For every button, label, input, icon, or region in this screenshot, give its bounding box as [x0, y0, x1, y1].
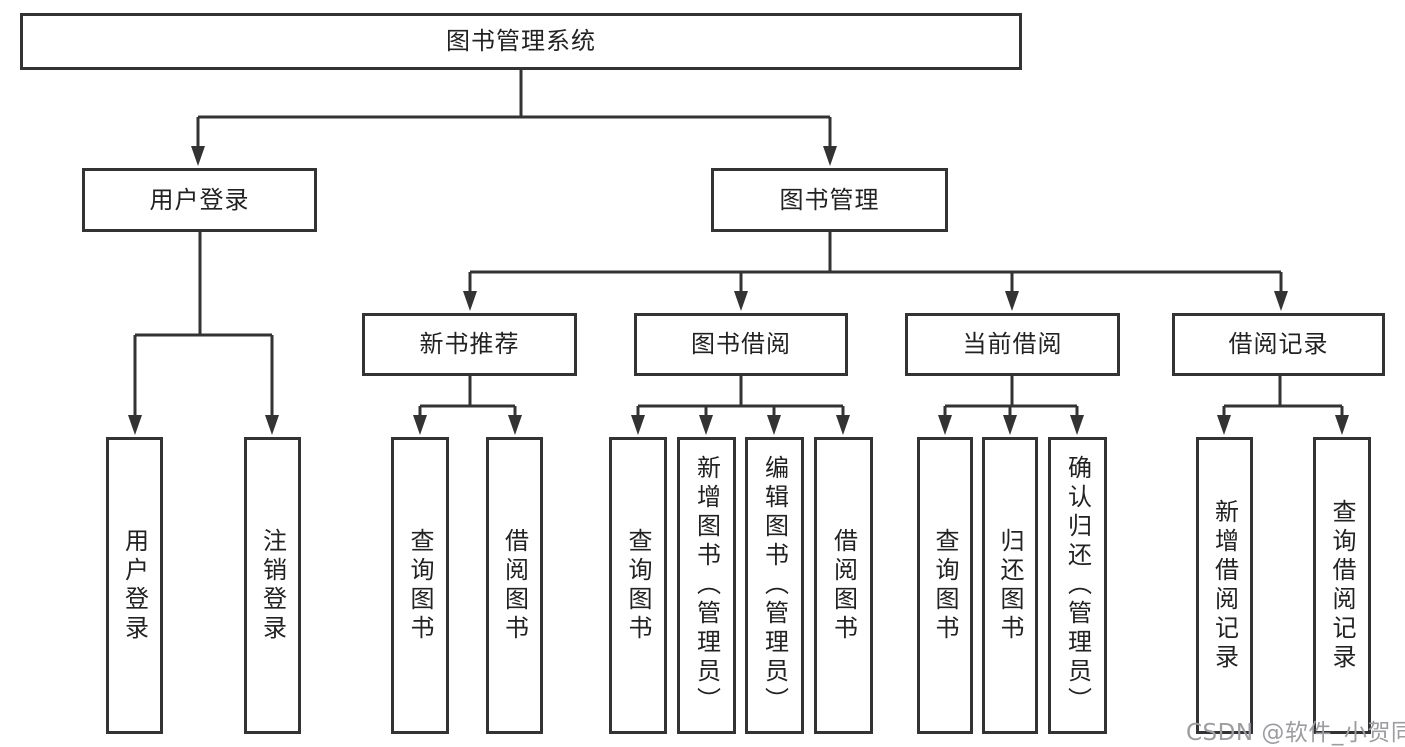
node-borrowing-records: 借阅记录: [1172, 313, 1385, 376]
leaf-query-borrow-record: 查询借阅记录: [1313, 437, 1371, 734]
node-book-borrowing-label: 图书借阅: [691, 330, 791, 359]
leaf-query-book-recommend-label: 查询图书: [406, 527, 434, 644]
leaf-query-book-current: 查询图书: [917, 437, 973, 734]
leaf-logout-label: 注销登录: [258, 527, 287, 644]
node-borrowing-records-label: 借阅记录: [1228, 330, 1329, 359]
node-current-borrowing: 当前借阅: [905, 313, 1120, 376]
leaf-confirm-return-admin: 确认归还（管理员）: [1048, 437, 1107, 734]
leaf-add-book-admin: 新增图书（管理员）: [677, 437, 736, 734]
leaf-edit-book-admin: 编辑图书（管理员）: [745, 437, 804, 734]
leaf-return-book: 归还图书: [982, 437, 1038, 734]
leaf-user-login: 用户登录: [106, 437, 163, 734]
node-book-borrowing: 图书借阅: [634, 313, 848, 376]
node-user-login: 用户登录: [82, 168, 317, 232]
node-current-borrowing-label: 当前借阅: [962, 330, 1063, 359]
node-new-book-recommend-label: 新书推荐: [419, 330, 520, 359]
leaf-query-book-recommend: 查询图书: [391, 437, 449, 734]
leaf-user-login-label: 用户登录: [120, 527, 149, 644]
leaf-query-borrow-record-label: 查询借阅记录: [1328, 498, 1356, 673]
node-root-system: 图书管理系统: [20, 13, 1022, 70]
leaf-confirm-return-admin-label: 确认归还（管理员）: [1063, 455, 1092, 716]
leaf-borrow-book-recommend: 借阅图书: [486, 437, 543, 734]
csdn-watermark: CSDN @软件_小贺同学: [1186, 720, 1405, 746]
node-user-login-label: 用户登录: [149, 185, 250, 214]
leaf-add-borrow-record-label: 新增借阅记录: [1210, 498, 1239, 673]
leaf-add-borrow-record: 新增借阅记录: [1196, 437, 1253, 734]
leaf-query-book-borrowing-label: 查询图书: [624, 527, 652, 644]
leaf-logout: 注销登录: [244, 437, 301, 734]
leaf-query-book-borrowing: 查询图书: [609, 437, 667, 734]
node-root-label: 图书管理系统: [446, 27, 596, 56]
leaf-borrow-book: 借阅图书: [814, 437, 873, 734]
node-book-management: 图书管理: [711, 168, 948, 232]
leaf-borrow-book-label: 借阅图书: [829, 527, 858, 644]
node-book-management-label: 图书管理: [779, 185, 880, 214]
leaf-add-book-admin-label: 新增图书（管理员）: [692, 455, 721, 716]
leaf-borrow-book-recommend-label: 借阅图书: [500, 527, 529, 644]
node-new-book-recommend: 新书推荐: [362, 313, 577, 376]
leaf-query-book-current-label: 查询图书: [931, 527, 959, 644]
leaf-edit-book-admin-label: 编辑图书（管理员）: [760, 455, 789, 716]
leaf-return-book-label: 归还图书: [996, 527, 1024, 644]
